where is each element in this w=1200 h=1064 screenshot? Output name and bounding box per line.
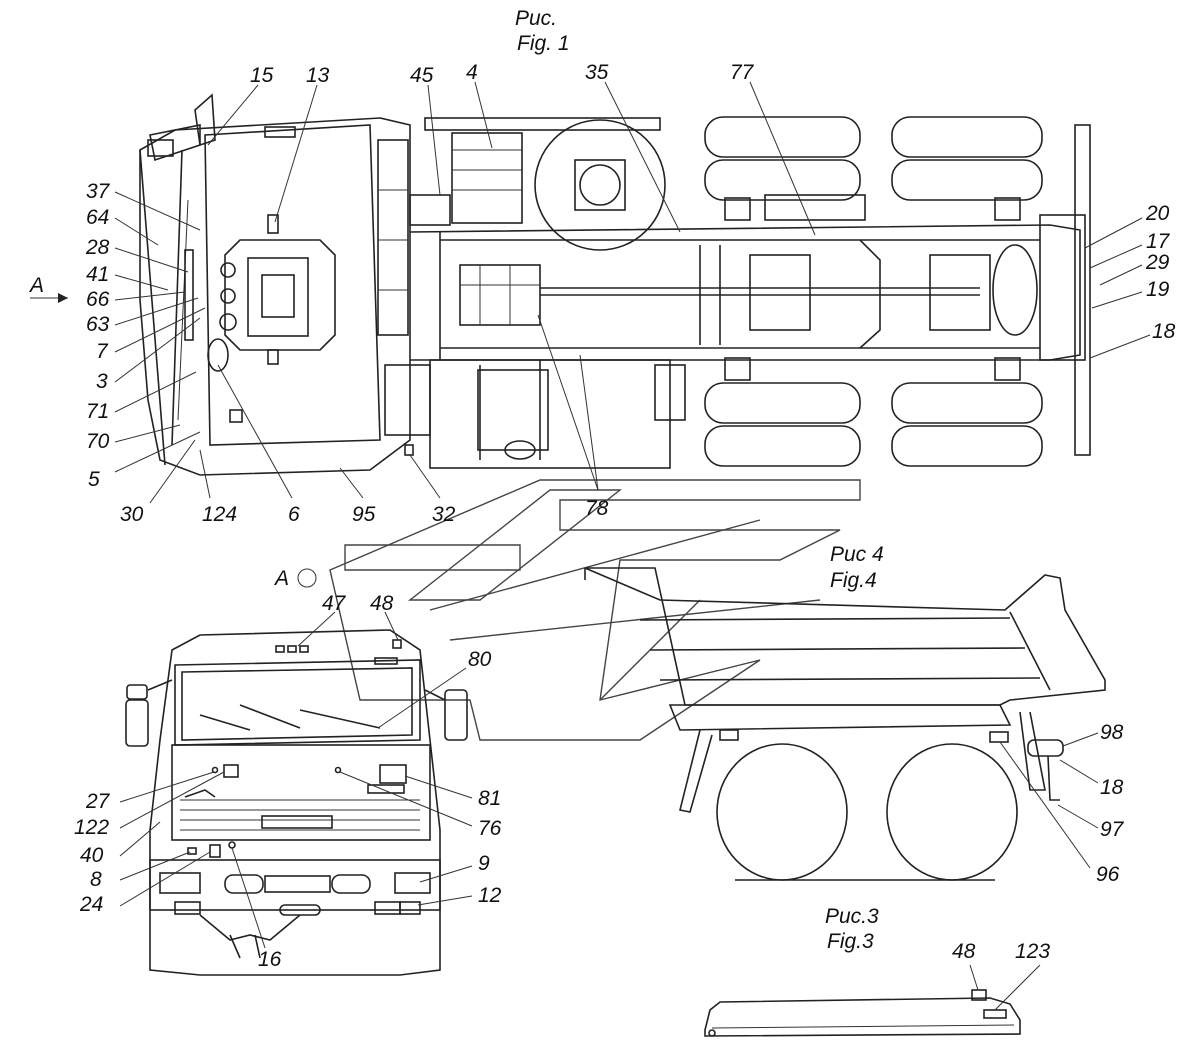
callout-label: 63 [86, 313, 110, 336]
callout-label: 66 [86, 288, 110, 311]
callout-label: 7 [96, 340, 109, 363]
callout-label: 122 [74, 816, 109, 839]
callout-label: 78 [585, 497, 609, 520]
callout-label: 80 [468, 648, 492, 671]
callout-label: 47 [322, 592, 347, 615]
callout-label: 12 [478, 884, 502, 907]
fig1-caption-line2: Fig. 1 [517, 32, 570, 55]
callout-label: 81 [478, 787, 501, 810]
callout-label: 28 [85, 236, 110, 259]
callout-label: 41 [86, 263, 109, 286]
fig3-caption-line2: Fig.3 [827, 930, 874, 953]
callout-label: 48 [370, 592, 394, 615]
callout-label: 35 [585, 61, 609, 84]
callout-label: 20 [1145, 202, 1170, 225]
fig4-dump-body [584, 567, 1106, 881]
callout-label: 24 [79, 893, 103, 916]
callouts-fig3: 48 123 [952, 940, 1050, 963]
callout-label: 9 [478, 852, 490, 875]
callout-label: 37 [86, 180, 111, 203]
fig1-plan-view [139, 93, 1091, 476]
fig4-caption-line2: Fig.4 [830, 569, 877, 592]
callout-label: 17 [1146, 230, 1171, 253]
callout-label: 18 [1100, 776, 1124, 799]
callout-label: 48 [952, 940, 976, 963]
callout-label: 29 [1145, 251, 1170, 274]
callout-label: 13 [306, 64, 330, 87]
fig1-leader-lines [30, 81, 1151, 504]
callouts-fig4: 98 18 97 96 [1096, 721, 1125, 886]
captions: Рис. Fig. 1 Рис 4 Fig.4 Рис.3 Fig.3 A A [28, 7, 884, 953]
fig4-leader-lines [999, 732, 1099, 869]
callout-label: 3 [96, 370, 108, 393]
callout-label: 32 [432, 503, 456, 526]
fig3-leader-lines [969, 964, 1041, 1011]
callout-label: 8 [90, 868, 102, 891]
callout-label: 77 [730, 61, 755, 84]
callout-label: 70 [86, 430, 110, 453]
callout-label: 19 [1146, 278, 1170, 301]
callouts-fig1: 15 13 45 4 35 77 37 64 28 41 66 63 7 3 7… [85, 61, 1176, 526]
view-a-label: A [273, 567, 289, 590]
callout-label: 30 [120, 503, 144, 526]
fig3-roof [704, 989, 1021, 1037]
callout-label: 4 [466, 61, 478, 84]
callout-label: 95 [352, 503, 376, 526]
fig3-caption-line1: Рис.3 [825, 905, 879, 928]
callout-label: 71 [86, 400, 109, 423]
view-arrow-label: A [28, 274, 44, 297]
front-view-leader-lines [119, 568, 473, 949]
callout-label: 76 [478, 817, 502, 840]
callout-label: 124 [202, 503, 237, 526]
callout-label: 64 [86, 206, 109, 229]
callout-label: 15 [250, 64, 274, 87]
callout-label: 123 [1015, 940, 1050, 963]
callout-label: 40 [80, 844, 104, 867]
callout-label: 27 [85, 790, 111, 813]
callout-label: 45 [410, 64, 434, 87]
callout-label: 98 [1100, 721, 1124, 744]
callout-label: 16 [258, 948, 282, 971]
callout-label: 6 [288, 503, 300, 526]
callout-label: 96 [1096, 863, 1120, 886]
fig4-caption-line1: Рис 4 [830, 543, 884, 566]
callout-label: 97 [1100, 818, 1125, 841]
callout-label: 5 [88, 468, 100, 491]
callouts-front: 47 48 80 27 122 40 8 24 16 81 76 9 12 [74, 592, 502, 971]
fig1-caption-line1: Рис. [515, 7, 557, 30]
callout-label: 18 [1152, 320, 1176, 343]
